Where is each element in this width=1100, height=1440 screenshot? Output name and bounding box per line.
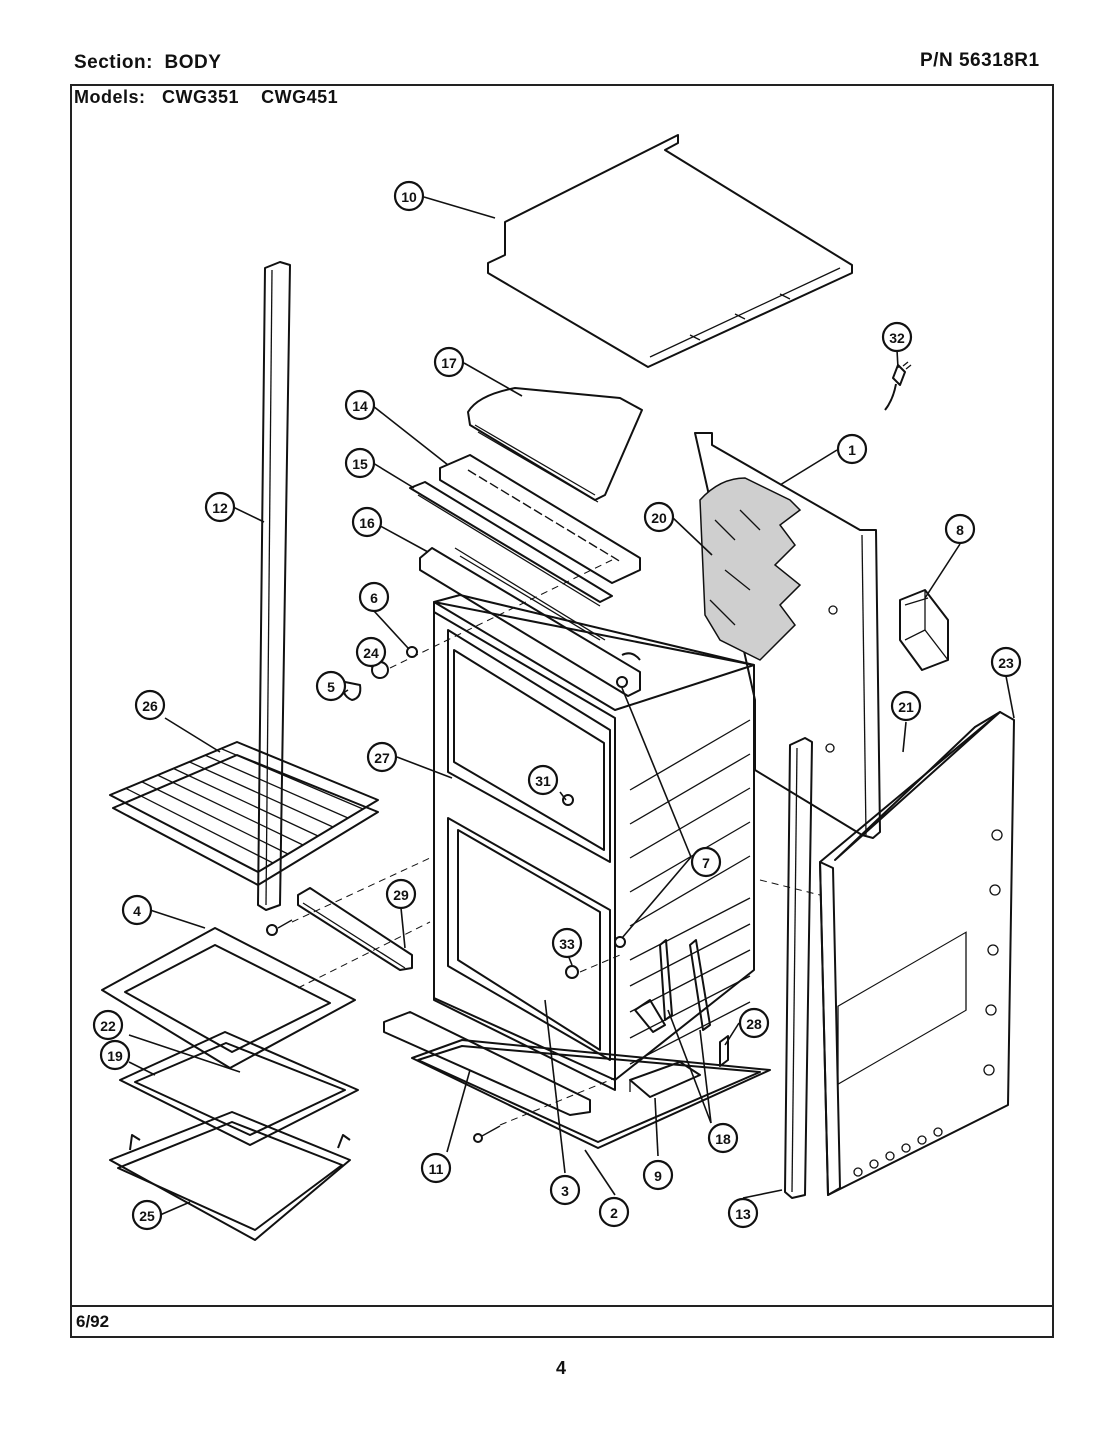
revision-date: 6/92 xyxy=(76,1312,110,1331)
svg-text:32: 32 xyxy=(889,330,905,346)
section-label: Section: BODY xyxy=(74,52,222,73)
right-rail-part xyxy=(784,737,813,1199)
callout-1: 1 xyxy=(836,433,868,465)
svg-text:29: 29 xyxy=(393,887,409,903)
callout-18: 18 xyxy=(707,1122,739,1154)
callout-3: 3 xyxy=(549,1174,581,1206)
svg-text:12: 12 xyxy=(212,500,228,516)
diagram-frame xyxy=(70,84,1054,1338)
left-rail-part xyxy=(257,261,291,911)
bracket-part xyxy=(629,1061,701,1098)
callout-5: 5 xyxy=(315,670,347,702)
model-2: CWG451 xyxy=(261,87,339,107)
model-1: CWG351 xyxy=(162,87,240,107)
svg-text:21: 21 xyxy=(898,699,914,715)
broil-pan-tray-part xyxy=(109,1111,351,1241)
flue-deflector-part xyxy=(467,387,643,503)
svg-text:13: 13 xyxy=(735,1206,751,1222)
callout-17: 17 xyxy=(433,346,465,378)
part-number: P/N 56318R1 xyxy=(920,50,1040,71)
section-value: BODY xyxy=(164,52,222,73)
callout-27: 27 xyxy=(366,741,398,773)
callout-4: 4 xyxy=(121,894,153,926)
svg-text:11: 11 xyxy=(429,1161,444,1177)
floor-panel-part xyxy=(383,1011,771,1149)
callout-9: 9 xyxy=(642,1159,674,1191)
svg-text:22: 22 xyxy=(100,1018,116,1034)
svg-text:3: 3 xyxy=(561,1183,569,1199)
oven-rack-part xyxy=(109,741,379,886)
svg-text:28: 28 xyxy=(746,1016,762,1032)
svg-text:4: 4 xyxy=(133,903,141,919)
callout-29: 29 xyxy=(385,878,417,910)
svg-text:7: 7 xyxy=(702,855,710,871)
callout-11: 11 xyxy=(420,1152,452,1184)
callout-22: 22 xyxy=(92,1009,124,1041)
svg-text:6: 6 xyxy=(370,590,378,606)
svg-text:23: 23 xyxy=(998,655,1014,671)
footer-divider xyxy=(70,1305,1054,1307)
callout-2: 2 xyxy=(598,1196,630,1228)
door-glass-part xyxy=(101,927,356,1069)
models-label: Models: CWG351 CWG451 xyxy=(74,87,339,107)
power-cord-part xyxy=(884,361,912,411)
callout-7: 7 xyxy=(690,846,722,878)
svg-text:33: 33 xyxy=(559,936,575,952)
svg-text:20: 20 xyxy=(651,510,667,526)
junction-box-part xyxy=(899,589,949,671)
svg-text:18: 18 xyxy=(715,1131,731,1147)
callout-13: 13 xyxy=(727,1197,759,1229)
svg-text:14: 14 xyxy=(352,398,368,414)
trim-strip-part xyxy=(409,481,613,607)
svg-text:2: 2 xyxy=(610,1205,618,1221)
insulation-part xyxy=(699,477,802,661)
svg-text:9: 9 xyxy=(654,1168,662,1184)
oven-cavity-body xyxy=(433,594,755,1091)
svg-text:31: 31 xyxy=(535,773,551,789)
callout-32: 32 xyxy=(881,321,913,353)
callout-12: 12 xyxy=(204,491,236,523)
svg-text:10: 10 xyxy=(401,189,417,205)
svg-text:8: 8 xyxy=(956,522,964,538)
svg-text:5: 5 xyxy=(327,679,335,695)
callout-14: 14 xyxy=(344,389,376,421)
callout-20: 20 xyxy=(643,501,675,533)
svg-text:24: 24 xyxy=(363,645,379,661)
side-panel-part xyxy=(819,711,1015,1196)
callout-25: 25 xyxy=(131,1199,163,1231)
callout-31: 31 xyxy=(527,764,559,796)
svg-text:27: 27 xyxy=(374,750,390,766)
callout-21: 21 xyxy=(890,690,922,722)
callout-15: 15 xyxy=(344,447,376,479)
callout-33: 33 xyxy=(551,927,583,959)
callout-8: 8 xyxy=(944,513,976,545)
broil-pan-part xyxy=(119,1031,359,1146)
callout-28: 28 xyxy=(738,1007,770,1039)
svg-text:16: 16 xyxy=(359,515,375,531)
callout-26: 26 xyxy=(134,689,166,721)
svg-text:26: 26 xyxy=(142,698,158,714)
upper-channel-part xyxy=(419,547,641,697)
callout-24: 24 xyxy=(355,636,387,668)
callout-16: 16 xyxy=(351,506,383,538)
svg-text:15: 15 xyxy=(352,456,368,472)
hinge-spring-part xyxy=(634,939,711,1033)
svg-text:25: 25 xyxy=(139,1208,155,1224)
svg-text:1: 1 xyxy=(848,442,856,458)
svg-text:17: 17 xyxy=(441,355,457,371)
vent-grille-part xyxy=(439,454,641,584)
callout-6: 6 xyxy=(358,581,390,613)
top-panel-part xyxy=(487,134,853,368)
shelf-support-part xyxy=(297,887,413,971)
callout-10: 10 xyxy=(393,180,425,212)
callout-23: 23 xyxy=(990,646,1022,678)
callout-19: 19 xyxy=(99,1039,131,1071)
page-number: 4 xyxy=(556,1358,567,1378)
svg-text:19: 19 xyxy=(107,1048,123,1064)
